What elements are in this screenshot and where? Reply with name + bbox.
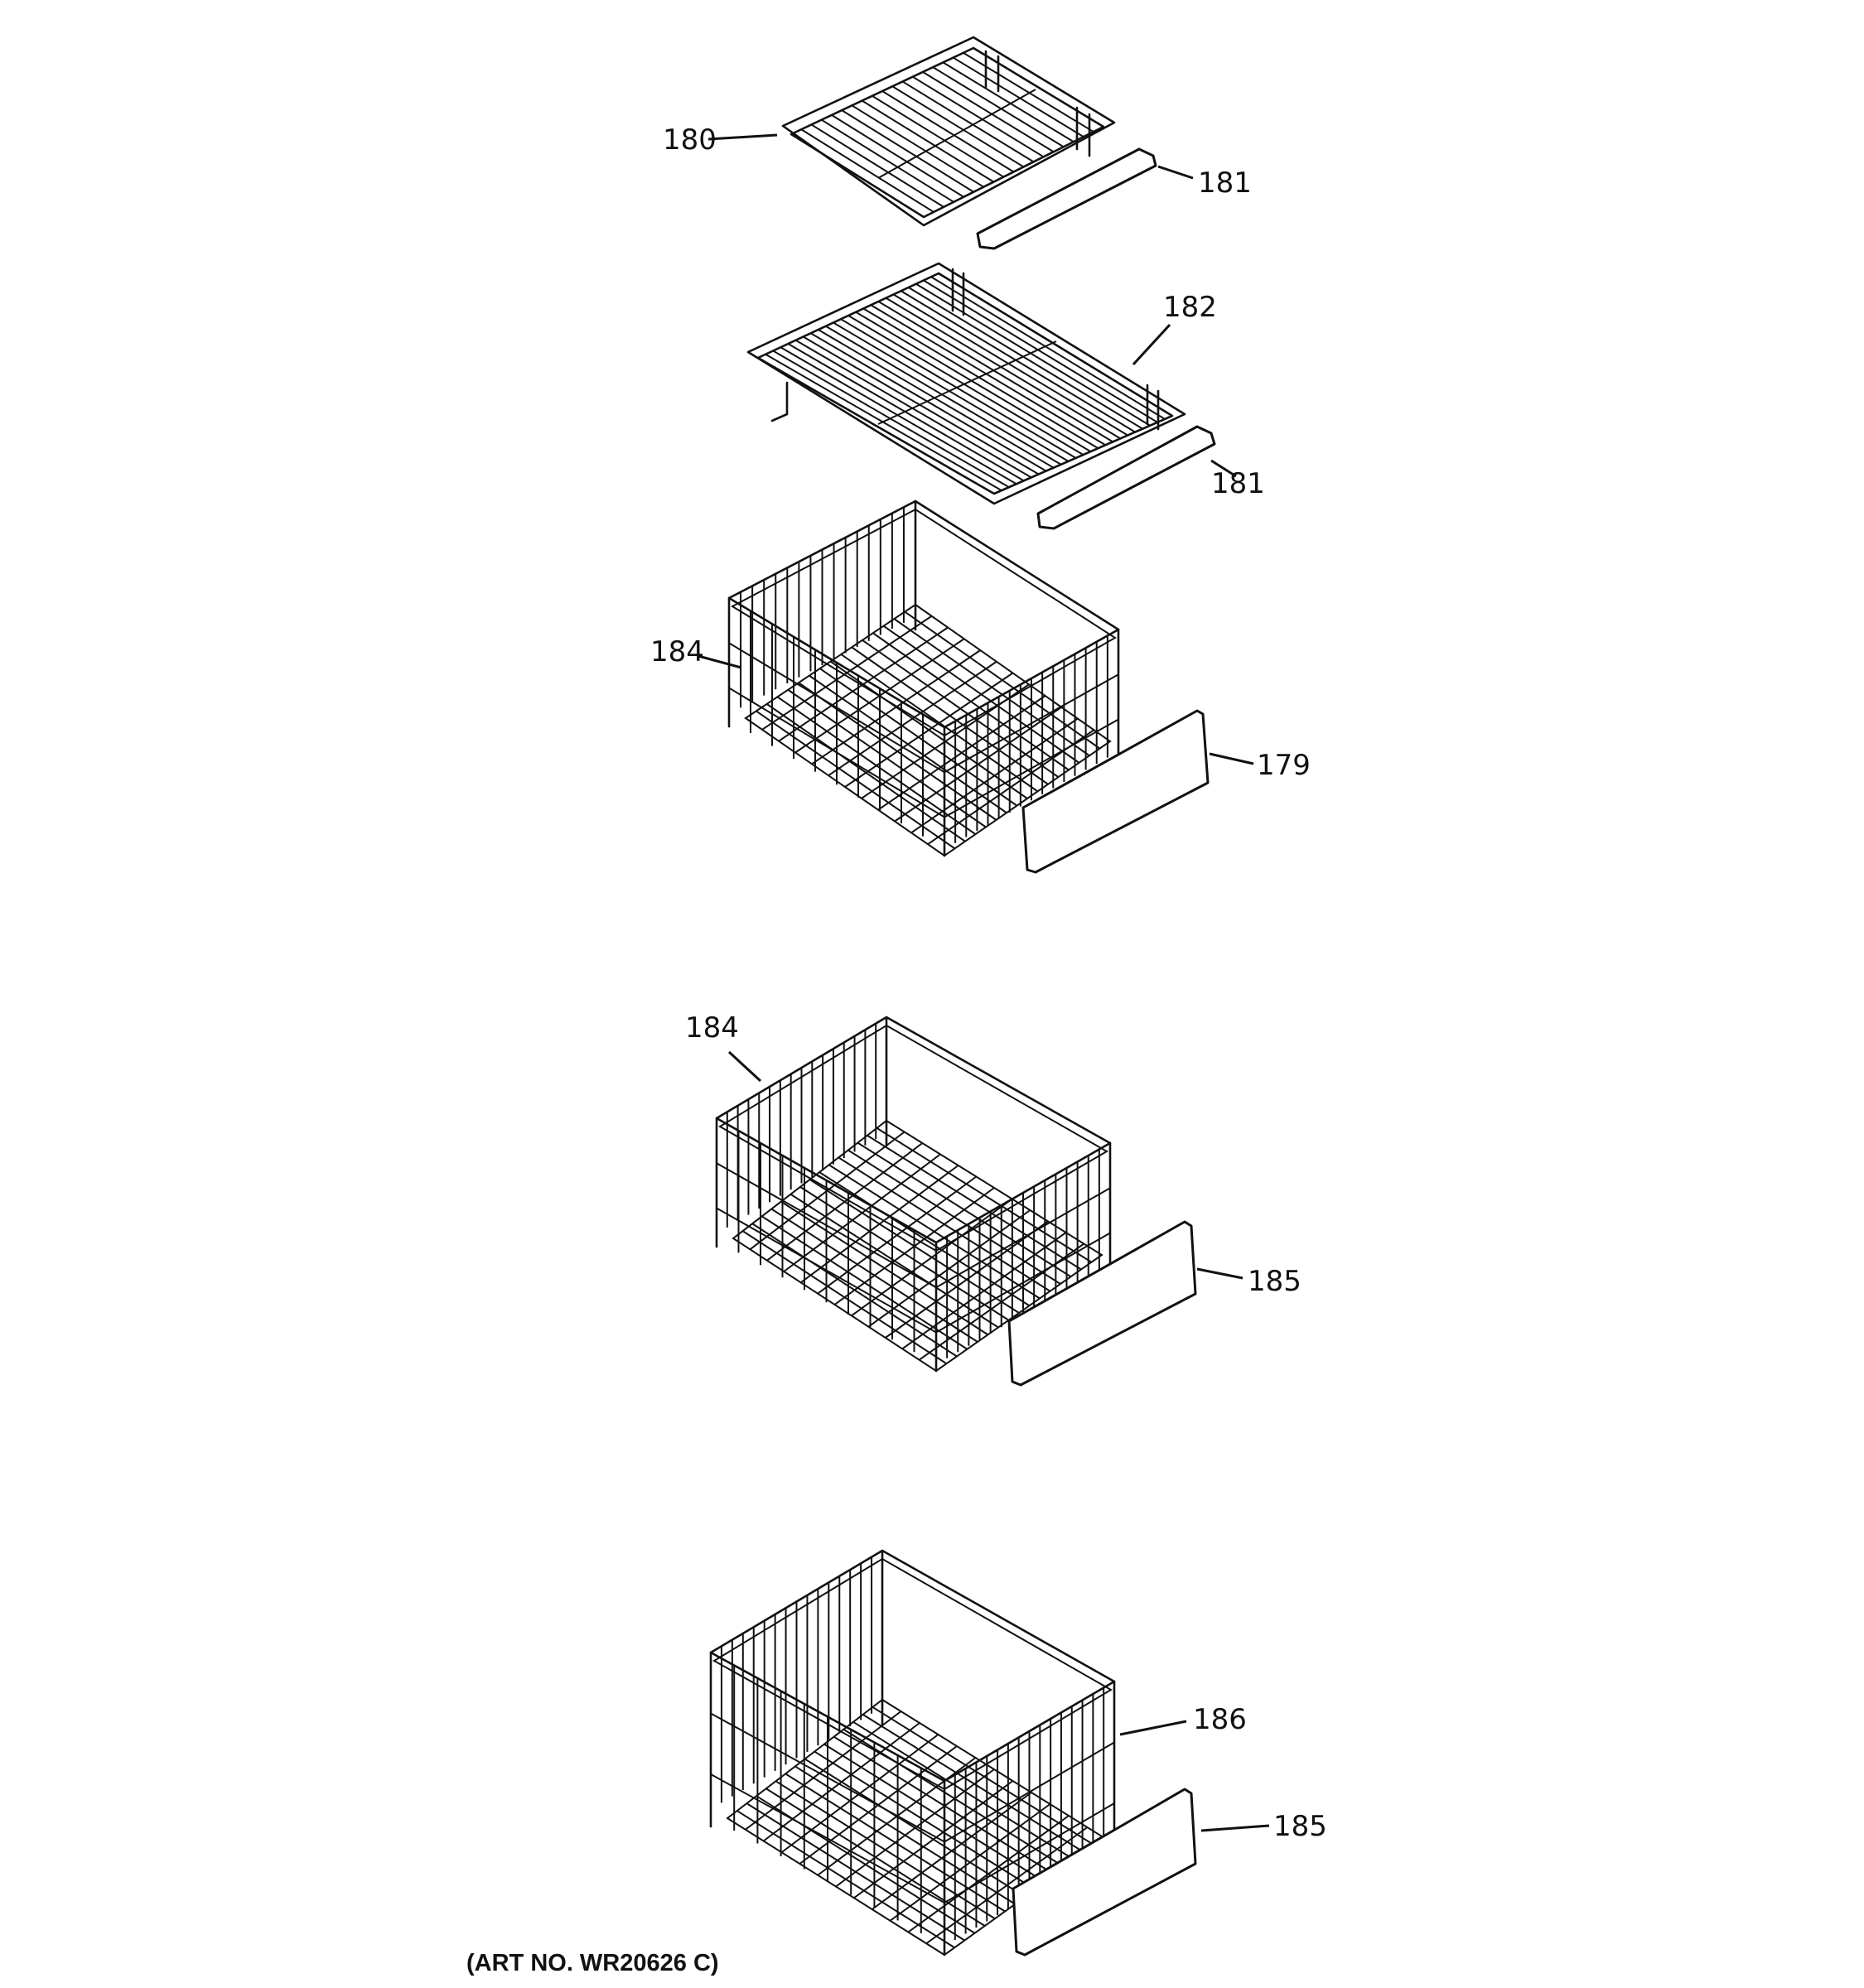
leader-lines: [698, 133, 1270, 1832]
basket-184-middle: [715, 1016, 1112, 1373]
callout-182: 182: [1163, 291, 1217, 324]
callout-181-top: 181: [1198, 166, 1252, 200]
shelf-182: [746, 262, 1186, 505]
art-number: (ART NO. WR20626 C): [466, 1950, 719, 1976]
callout-185-middle: 185: [1248, 1265, 1301, 1298]
callout-181-bottom: 181: [1211, 467, 1265, 500]
drawer-front-185-bottom: [1012, 1788, 1197, 1957]
callout-186: 186: [1193, 1703, 1247, 1736]
callout-184-top: 184: [650, 635, 704, 668]
basket-186: [709, 1549, 1116, 1957]
callout-180: 180: [663, 123, 717, 157]
callout-184-middle: 184: [685, 1011, 739, 1045]
callout-185-bottom: 185: [1273, 1810, 1327, 1843]
shelf-180: [781, 36, 1116, 227]
callout-179: 179: [1257, 749, 1311, 782]
drawer-front-185-middle: [1007, 1220, 1197, 1387]
trim-181-top: [976, 147, 1157, 250]
drawer-front-179: [1021, 709, 1210, 874]
trim-181-bottom: [1036, 425, 1216, 530]
basket-184-top: [727, 499, 1120, 857]
